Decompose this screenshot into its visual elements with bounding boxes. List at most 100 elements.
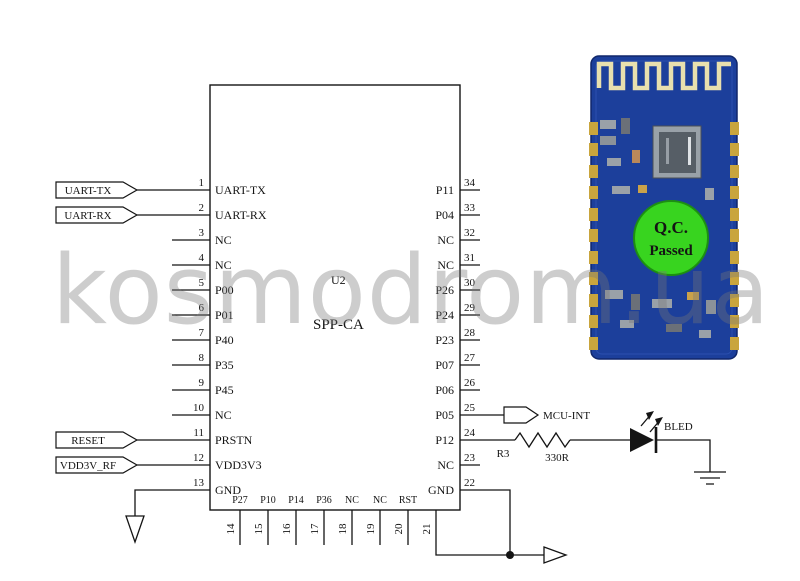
led-arrowhead-2-icon	[655, 417, 663, 426]
ground-symbol-right	[694, 471, 726, 485]
smd-part	[620, 320, 634, 328]
pad	[730, 122, 739, 135]
pin-label: P00	[215, 283, 234, 297]
pin-number: 34	[464, 177, 476, 189]
pin-number: 13	[193, 477, 205, 489]
pin-number: 26	[464, 377, 476, 389]
resistor-r3-body	[514, 431, 571, 449]
pin-label: GND	[215, 483, 241, 497]
pad	[730, 143, 739, 156]
pin-label: P11	[436, 183, 454, 197]
qc-sticker	[633, 200, 709, 276]
pin-label: P12	[435, 433, 454, 447]
ic-refdes: U2	[331, 273, 346, 287]
pin-label: VDD3V3	[215, 458, 262, 472]
ic-part-name: SPP-CA	[313, 317, 364, 333]
pad	[589, 315, 598, 328]
smd-part	[612, 186, 630, 194]
pin-number: 15	[253, 523, 265, 535]
reset-flag	[55, 431, 139, 449]
smd-part	[666, 324, 682, 332]
junction-dot	[506, 551, 514, 559]
pin-number: 9	[199, 377, 205, 389]
pin-number: 11	[193, 427, 204, 439]
bottom-pin-numbers: 14 15 16 17 18 19 20 21	[225, 523, 433, 535]
pin-label: PRSTN	[215, 433, 253, 447]
pin-label: P24	[435, 308, 454, 322]
reset-flag-label: RESET	[71, 435, 105, 447]
pin-label: NC	[215, 258, 232, 272]
pin-number: 31	[464, 252, 475, 264]
vdd3v-rf-flag	[55, 456, 139, 474]
smd-part	[631, 294, 640, 310]
pad	[730, 186, 739, 199]
smd-part	[638, 185, 647, 193]
crystal-marking	[688, 137, 691, 165]
smd-part	[632, 150, 640, 163]
pin-number: 18	[337, 523, 349, 535]
left-pin-labels: UART-TX UART-RX NC NC P00 P01 P40 P35 P4…	[215, 183, 267, 497]
uart-tx-flag-label: UART-TX	[65, 185, 112, 197]
pin-number: 27	[464, 352, 476, 364]
pin-number: 30	[464, 277, 476, 289]
pin-label: P40	[215, 333, 234, 347]
pin-label: P14	[288, 495, 304, 506]
pad	[589, 294, 598, 307]
pad	[730, 165, 739, 178]
uart-tx-flag	[55, 181, 139, 199]
pin-number: 33	[464, 202, 476, 214]
led-net-label: BLED	[664, 421, 693, 433]
ic-body	[209, 84, 461, 511]
pin-number: 3	[199, 227, 205, 239]
pad	[589, 186, 598, 199]
pad	[730, 315, 739, 328]
pin-label: UART-TX	[215, 183, 266, 197]
pin-label: P05	[435, 408, 454, 422]
pin-label: P26	[435, 283, 454, 297]
pin-number: 14	[225, 523, 237, 535]
left-pin-numbers: 1 2 3 4 5 6 7 8 9 10 11 12 13	[193, 177, 205, 489]
wire-led-to-gnd	[656, 439, 711, 472]
led-arrowhead-1-icon	[646, 411, 654, 420]
pin-label: P36	[316, 495, 332, 506]
pin-number: 16	[281, 523, 293, 535]
right-pin-labels: P11 P04 NC NC P26 P24 P23 P07 P06 P05 P1…	[428, 183, 454, 497]
pad	[730, 294, 739, 307]
pin-label: P45	[215, 383, 234, 397]
pin-label: UART-RX	[215, 208, 267, 222]
smd-components	[600, 118, 716, 338]
left-pin-stubs	[172, 239, 210, 416]
pin-label: RST	[399, 495, 417, 506]
pad	[730, 208, 739, 221]
wire-gnd-left	[134, 489, 210, 516]
pin-label: NC	[373, 495, 387, 506]
vdd3v-rf-flag-label: VDD3V_RF	[60, 460, 116, 472]
pin-label: P35	[215, 358, 234, 372]
pin-number: 6	[199, 302, 205, 314]
smd-part	[621, 118, 630, 134]
pin-number: 32	[464, 227, 475, 239]
pin-number: 8	[199, 352, 205, 364]
qc-sticker-line1: Q.C.	[654, 218, 688, 237]
right-pin-stubs	[460, 189, 480, 466]
pad	[730, 229, 739, 242]
pin-number: 4	[199, 252, 205, 264]
pad	[589, 165, 598, 178]
ground-arrow-left-icon	[125, 515, 145, 544]
pin-number: 17	[309, 523, 321, 535]
uart-rx-flag	[55, 206, 139, 224]
wire-gnd-bottom	[435, 510, 544, 556]
pin-label: P23	[435, 333, 454, 347]
pin-label: P04	[435, 208, 454, 222]
ground-arrow-right-icon	[543, 546, 568, 564]
uart-rx-flag-label: UART-RX	[64, 210, 111, 222]
pin-label: NC	[437, 458, 454, 472]
qc-sticker-line2: Passed	[649, 243, 693, 259]
pin-number: 22	[464, 477, 475, 489]
pad	[589, 272, 598, 285]
bottom-pin-labels: P27 P10 P14 P36 NC NC RST	[232, 495, 417, 506]
smd-part	[600, 136, 616, 145]
mcu-int-flag	[503, 406, 540, 424]
